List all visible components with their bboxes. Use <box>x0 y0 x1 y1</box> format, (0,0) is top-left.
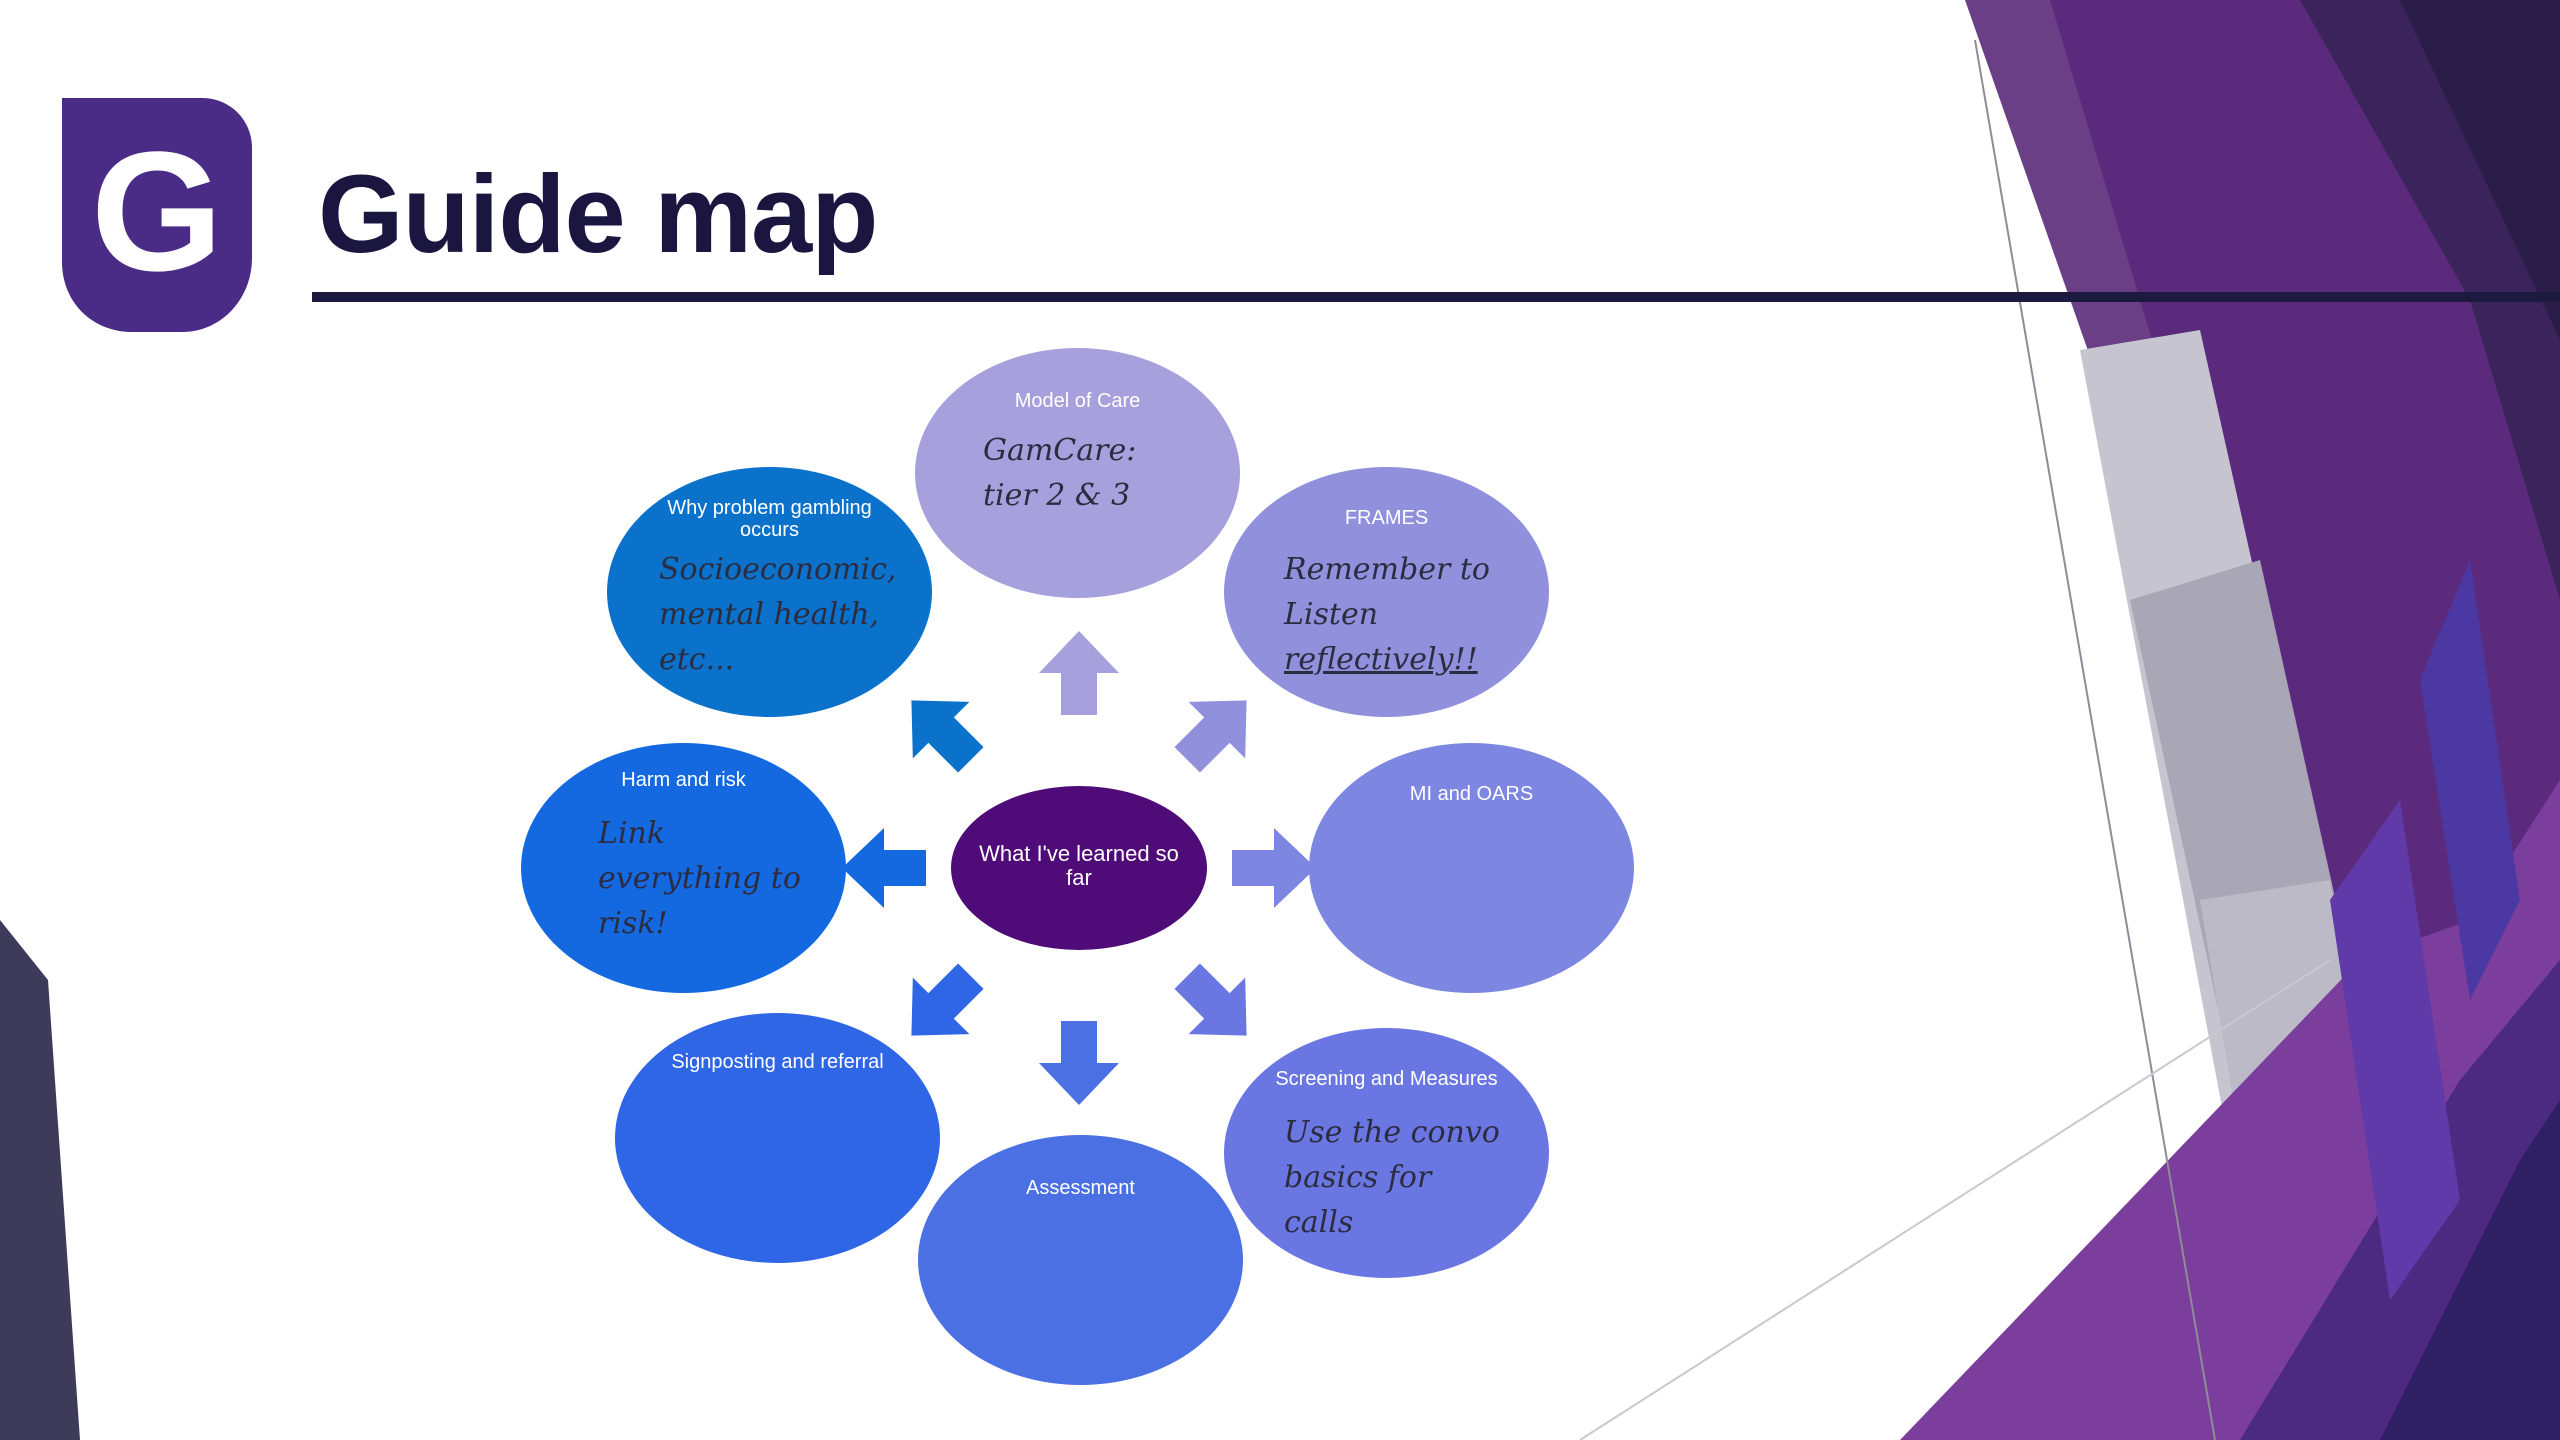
node-label: Harm and risk <box>621 769 746 791</box>
arrow-to-assessment <box>1039 1021 1119 1105</box>
center-node-label: What I've learned so far <box>979 841 1179 890</box>
center-node: What I've learned so far <box>951 786 1207 950</box>
node-label: Screening and Measures <box>1275 1068 1498 1090</box>
node-model-of-care: Model of Care GamCare: tier 2 & 3 <box>915 348 1240 598</box>
title-divider <box>312 292 2560 302</box>
svg-text:G: G <box>91 117 223 307</box>
arrow-to-screening-and-measures <box>1174 963 1247 1036</box>
handwritten-note: Link everything to risk! <box>598 816 801 941</box>
node-mi-and-oars: MI and OARS <box>1309 743 1634 993</box>
node-label: MI and OARS <box>1409 783 1534 805</box>
arrow-to-harm-and-risk <box>842 828 926 908</box>
node-label: Model of Care <box>1014 390 1141 412</box>
handwritten-note-underlined: reflectively!! <box>1284 642 1478 677</box>
arrow-to-why-problem-gambling-occurs <box>911 700 984 773</box>
handwritten-note: GamCare: tier 2 & 3 <box>983 433 1137 513</box>
node-frames: FRAMES Remember to Listen reflectively!! <box>1224 467 1549 717</box>
arrow-to-mi-and-oars <box>1232 828 1316 908</box>
node-label: Signposting and referral <box>671 1051 884 1073</box>
node-label: Why problem gambling occurs <box>667 497 872 541</box>
node-signposting-and-referral: Signposting and referral <box>615 1013 940 1263</box>
handwritten-note: Use the convo basics for calls <box>1284 1115 1500 1240</box>
arrow-to-frames <box>1174 700 1247 773</box>
node-label: FRAMES <box>1344 507 1429 529</box>
handwritten-note: Remember to Listen <box>1284 552 1490 632</box>
node-label: Assessment <box>1026 1177 1135 1199</box>
arrow-to-model-of-care <box>1039 631 1119 715</box>
gamcare-logo: G <box>62 98 252 332</box>
node-harm-and-risk: Harm and risk Link everything to risk! <box>521 743 846 993</box>
node-assessment: Assessment <box>918 1135 1243 1385</box>
node-screening-and-measures: Screening and Measures Use the convo bas… <box>1224 1028 1549 1278</box>
handwritten-note: Socioeconomic, mental health, etc... <box>659 552 897 677</box>
arrow-to-signposting-and-referral <box>911 963 984 1036</box>
node-why-problem-gambling-occurs: Why problem gambling occurs Socioeconomi… <box>607 467 932 717</box>
page-title: Guide map <box>318 153 878 276</box>
